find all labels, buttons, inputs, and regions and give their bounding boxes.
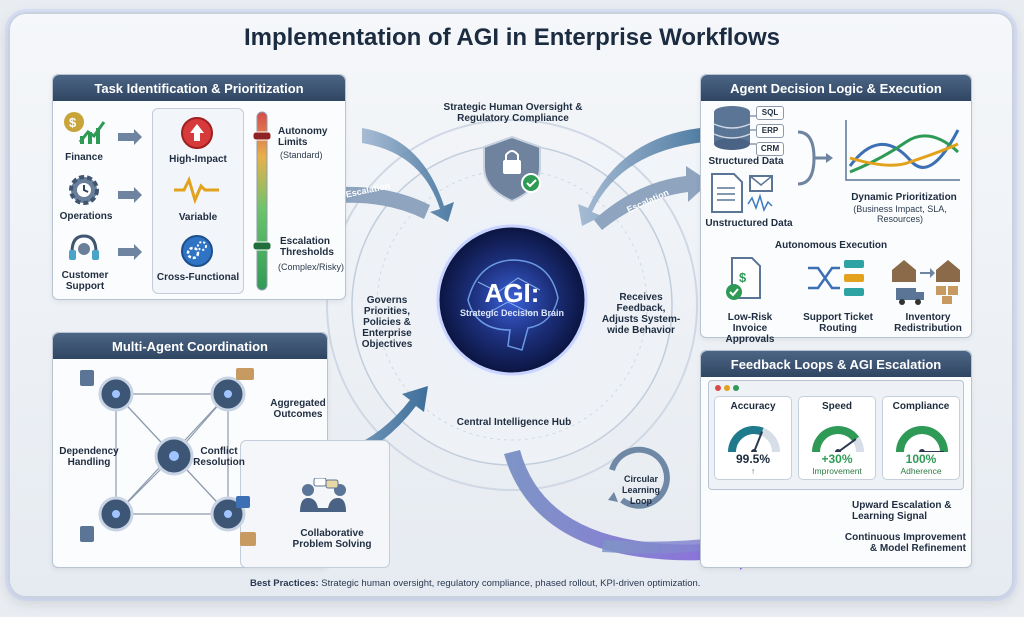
feedback-panel-header: Feedback Loops & AGI Escalation [701, 351, 971, 377]
gauge-icon [727, 425, 780, 452]
metric-name: Compliance [892, 401, 950, 412]
high-impact-icon [181, 117, 213, 149]
operations-gear-icon [69, 175, 99, 205]
diagram-title: Implementation of AGI in Enterprise Work… [243, 24, 781, 51]
support-headset-icon [69, 234, 99, 260]
svg-text:$: $ [739, 270, 747, 285]
cross-functional-gears-icon [181, 235, 213, 267]
metric-sub: Adherence [900, 466, 942, 476]
metric-card-speed: Speed +30%Improvement [798, 396, 876, 480]
oversight-label: Strategic Human Oversight & Regulatory C… [443, 102, 583, 124]
metric-card-accuracy: Accuracy 99.5%↑ [714, 396, 792, 480]
domain-operations: Operations [59, 211, 113, 222]
inventory-warehouse-icon [892, 260, 960, 305]
window-dots-icon [715, 385, 739, 391]
db-tag-erp: ERP [756, 124, 784, 138]
escalation-thresholds-title: Escalation Thresholds [280, 236, 334, 258]
dynamic-prioritization-title: Dynamic Prioritization [851, 192, 957, 203]
metric-sub: ↑ [750, 466, 756, 476]
receives-label: Receives Feedback, Adjusts System-wide B… [601, 292, 681, 336]
prioritization-chart-icon [845, 120, 960, 181]
collaborative-problem-solving-label: Collaborative Problem Solving [292, 528, 372, 550]
priority-cross-functional: Cross-Functional [156, 272, 240, 283]
merge-brace-icon [797, 130, 833, 186]
db-tag-crm: CRM [756, 142, 784, 156]
priority-high-impact: High-Impact [169, 154, 227, 165]
metric-sub: Improvement [812, 466, 862, 476]
aggregated-outcomes-label: Aggregated Outcomes [270, 398, 326, 420]
domain-arrows [118, 129, 142, 260]
metric-name: Speed [821, 401, 852, 412]
dependency-handling-label: Dependency Handling [59, 446, 119, 468]
autonomy-limits-title: Autonomy Limits [278, 126, 328, 148]
priority-variable: Variable [178, 212, 218, 223]
learning-loop-label: Circular Learning Loop [621, 474, 660, 506]
governs-label: Governs Priorities, Policies & Enterpris… [361, 295, 413, 350]
autonomous-execution-label: Autonomous Execution [774, 240, 888, 251]
domain-customer-support: Customer Support [61, 270, 109, 292]
metric-value: 99.5% [735, 452, 771, 466]
autonomy-slider [252, 111, 272, 291]
hub-label: Central Intelligence Hub [456, 417, 572, 428]
agi-subtitle: Strategic Decision Brain [459, 308, 565, 318]
database-icon [713, 106, 756, 150]
ticket-routing-icon [808, 260, 864, 296]
unstructured-data-label: Unstructured Data [705, 218, 793, 229]
dynamic-prioritization-sub: (Business Impact, SLA, Resources) [853, 204, 947, 224]
metric-card-compliance: Compliance 100%Adherence [882, 396, 960, 480]
footer-bold: Best Practices: [250, 578, 319, 589]
structured-data-label: Structured Data [708, 156, 784, 167]
finance-icon: $ [64, 112, 106, 144]
document-icon [711, 173, 773, 213]
escalation-thresholds-sub: (Complex/Risky) [278, 262, 345, 272]
agent-network [80, 368, 256, 546]
metric-value: +30% [821, 452, 853, 466]
invoice-approved-icon: $ [726, 257, 761, 300]
task-panel-header: Task Identification & Prioritization [53, 75, 345, 101]
db-tag-sql: SQL [756, 106, 784, 120]
agi-title: AGI: [484, 278, 540, 308]
multi-agent-panel-header: Multi-Agent Coordination [53, 333, 327, 359]
autonomy-limits-sub: (Standard) [280, 150, 323, 160]
collaboration-handshake-icon [300, 478, 346, 512]
continuous-improvement-label: Continuous Improvement & Model Refinemen… [844, 532, 966, 554]
gauge-icon [896, 426, 948, 452]
conflict-resolution-label: Conflict Resolution [193, 446, 245, 468]
agent-panel-header: Agent Decision Logic & Execution [701, 75, 971, 101]
domain-finance: Finance [65, 152, 103, 163]
upward-escalation-label: Upward Escalation & Learning Signal [852, 500, 952, 522]
variable-wave-icon [174, 176, 219, 204]
metric-name: Accuracy [730, 401, 776, 412]
best-practices-footer: Best Practices: Strategic human oversigh… [250, 578, 700, 589]
gauge-icon [812, 426, 864, 452]
metric-value: 100% [905, 452, 937, 466]
footer-text: Strategic human oversight, regulatory co… [321, 578, 701, 589]
exec-invoice: Low-Risk Invoice Approvals [725, 312, 775, 345]
exec-ticket-routing: Support Ticket Routing [803, 312, 873, 334]
svg-text:$: $ [69, 115, 77, 130]
exec-inventory: Inventory Redistribution [894, 312, 962, 334]
